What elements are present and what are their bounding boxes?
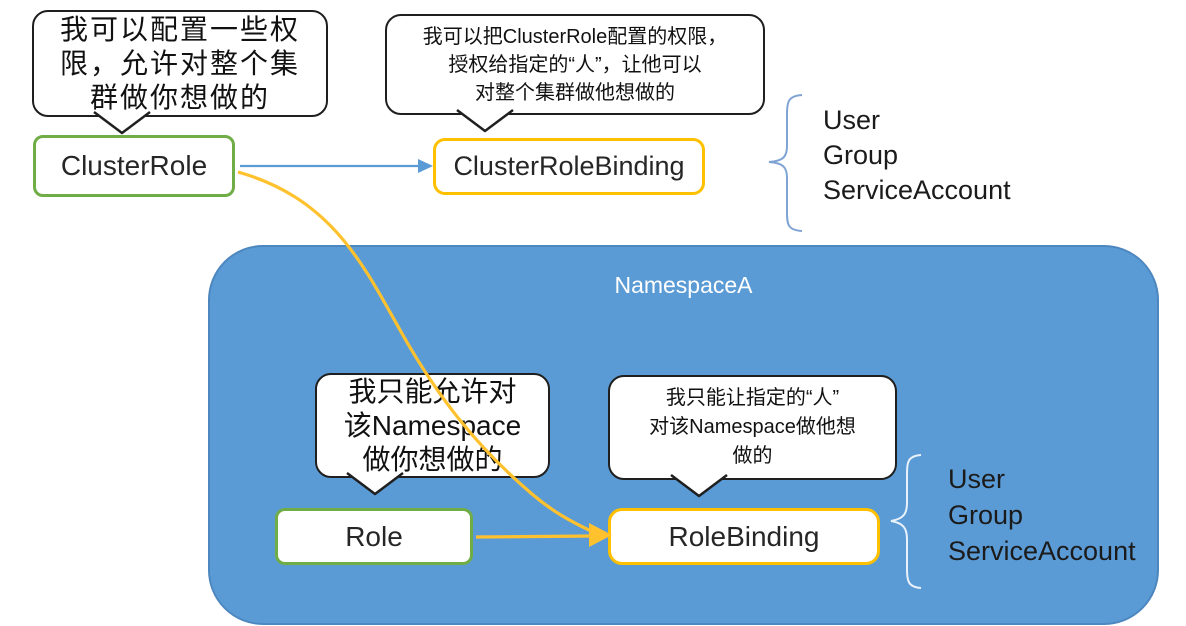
callout-line: 对整个集群做他想做的 <box>475 81 675 104</box>
subject-item: ServiceAccount <box>948 536 1136 566</box>
callout-pointer <box>670 474 728 498</box>
callout-pointer <box>346 472 404 496</box>
callout-cluster-role: 我可以配置一些权 限，允许对整个集 群做你想做的 <box>32 10 328 135</box>
node-role-binding: RoleBinding <box>608 508 880 565</box>
callout-line: 我可以配置一些权 <box>59 13 300 45</box>
node-cluster-role-binding: ClusterRoleBinding <box>433 138 705 195</box>
subject-item: Group <box>823 140 899 170</box>
callout-line: 我只能让指定的“人” <box>665 387 840 409</box>
callout-pointer <box>456 109 514 133</box>
arrowhead-blue <box>418 159 433 173</box>
callout-line: 授权给指定的“人”，让他可以 <box>448 53 702 76</box>
node-label: Role <box>345 520 403 552</box>
node-label: ClusterRoleBinding <box>453 151 685 181</box>
subject-item: User <box>948 464 1006 494</box>
callout-role-binding: 我只能让指定的“人” 对该Namespace做他想 做的 <box>608 375 897 498</box>
callout-line: 对该Namespace做他想 <box>649 416 856 438</box>
callout-line: 我可以把ClusterRole配置的权限， <box>422 25 728 48</box>
callout-line: 该Namespace <box>343 409 522 441</box>
callout-pointer <box>93 111 151 135</box>
callout-line: 限，允许对整个集 <box>59 47 300 79</box>
callout-line: 我只能允许对 <box>348 375 517 407</box>
node-role: Role <box>275 508 473 565</box>
node-label: RoleBinding <box>668 520 820 552</box>
subject-item: User <box>823 105 881 135</box>
brace-cluster-subjects <box>768 94 803 232</box>
subject-item: ServiceAccount <box>823 175 1011 205</box>
namespace-subjects-list: User Group ServiceAccount <box>948 461 1136 569</box>
node-cluster-role: ClusterRole <box>33 135 235 197</box>
subject-item: Group <box>948 500 1024 530</box>
cluster-subjects-list: User Group ServiceAccount <box>823 103 1011 208</box>
callout-line: 群做你想做的 <box>89 81 270 113</box>
namespace-label: NamespaceA <box>614 272 753 298</box>
callout-role: 我只能允许对 该Namespace 做你想做的 <box>315 373 550 496</box>
callout-line: 做的 <box>732 445 773 467</box>
node-label: ClusterRole <box>60 150 208 181</box>
callout-cluster-role-binding: 我可以把ClusterRole配置的权限， 授权给指定的“人”，让他可以 对整个… <box>385 14 765 133</box>
